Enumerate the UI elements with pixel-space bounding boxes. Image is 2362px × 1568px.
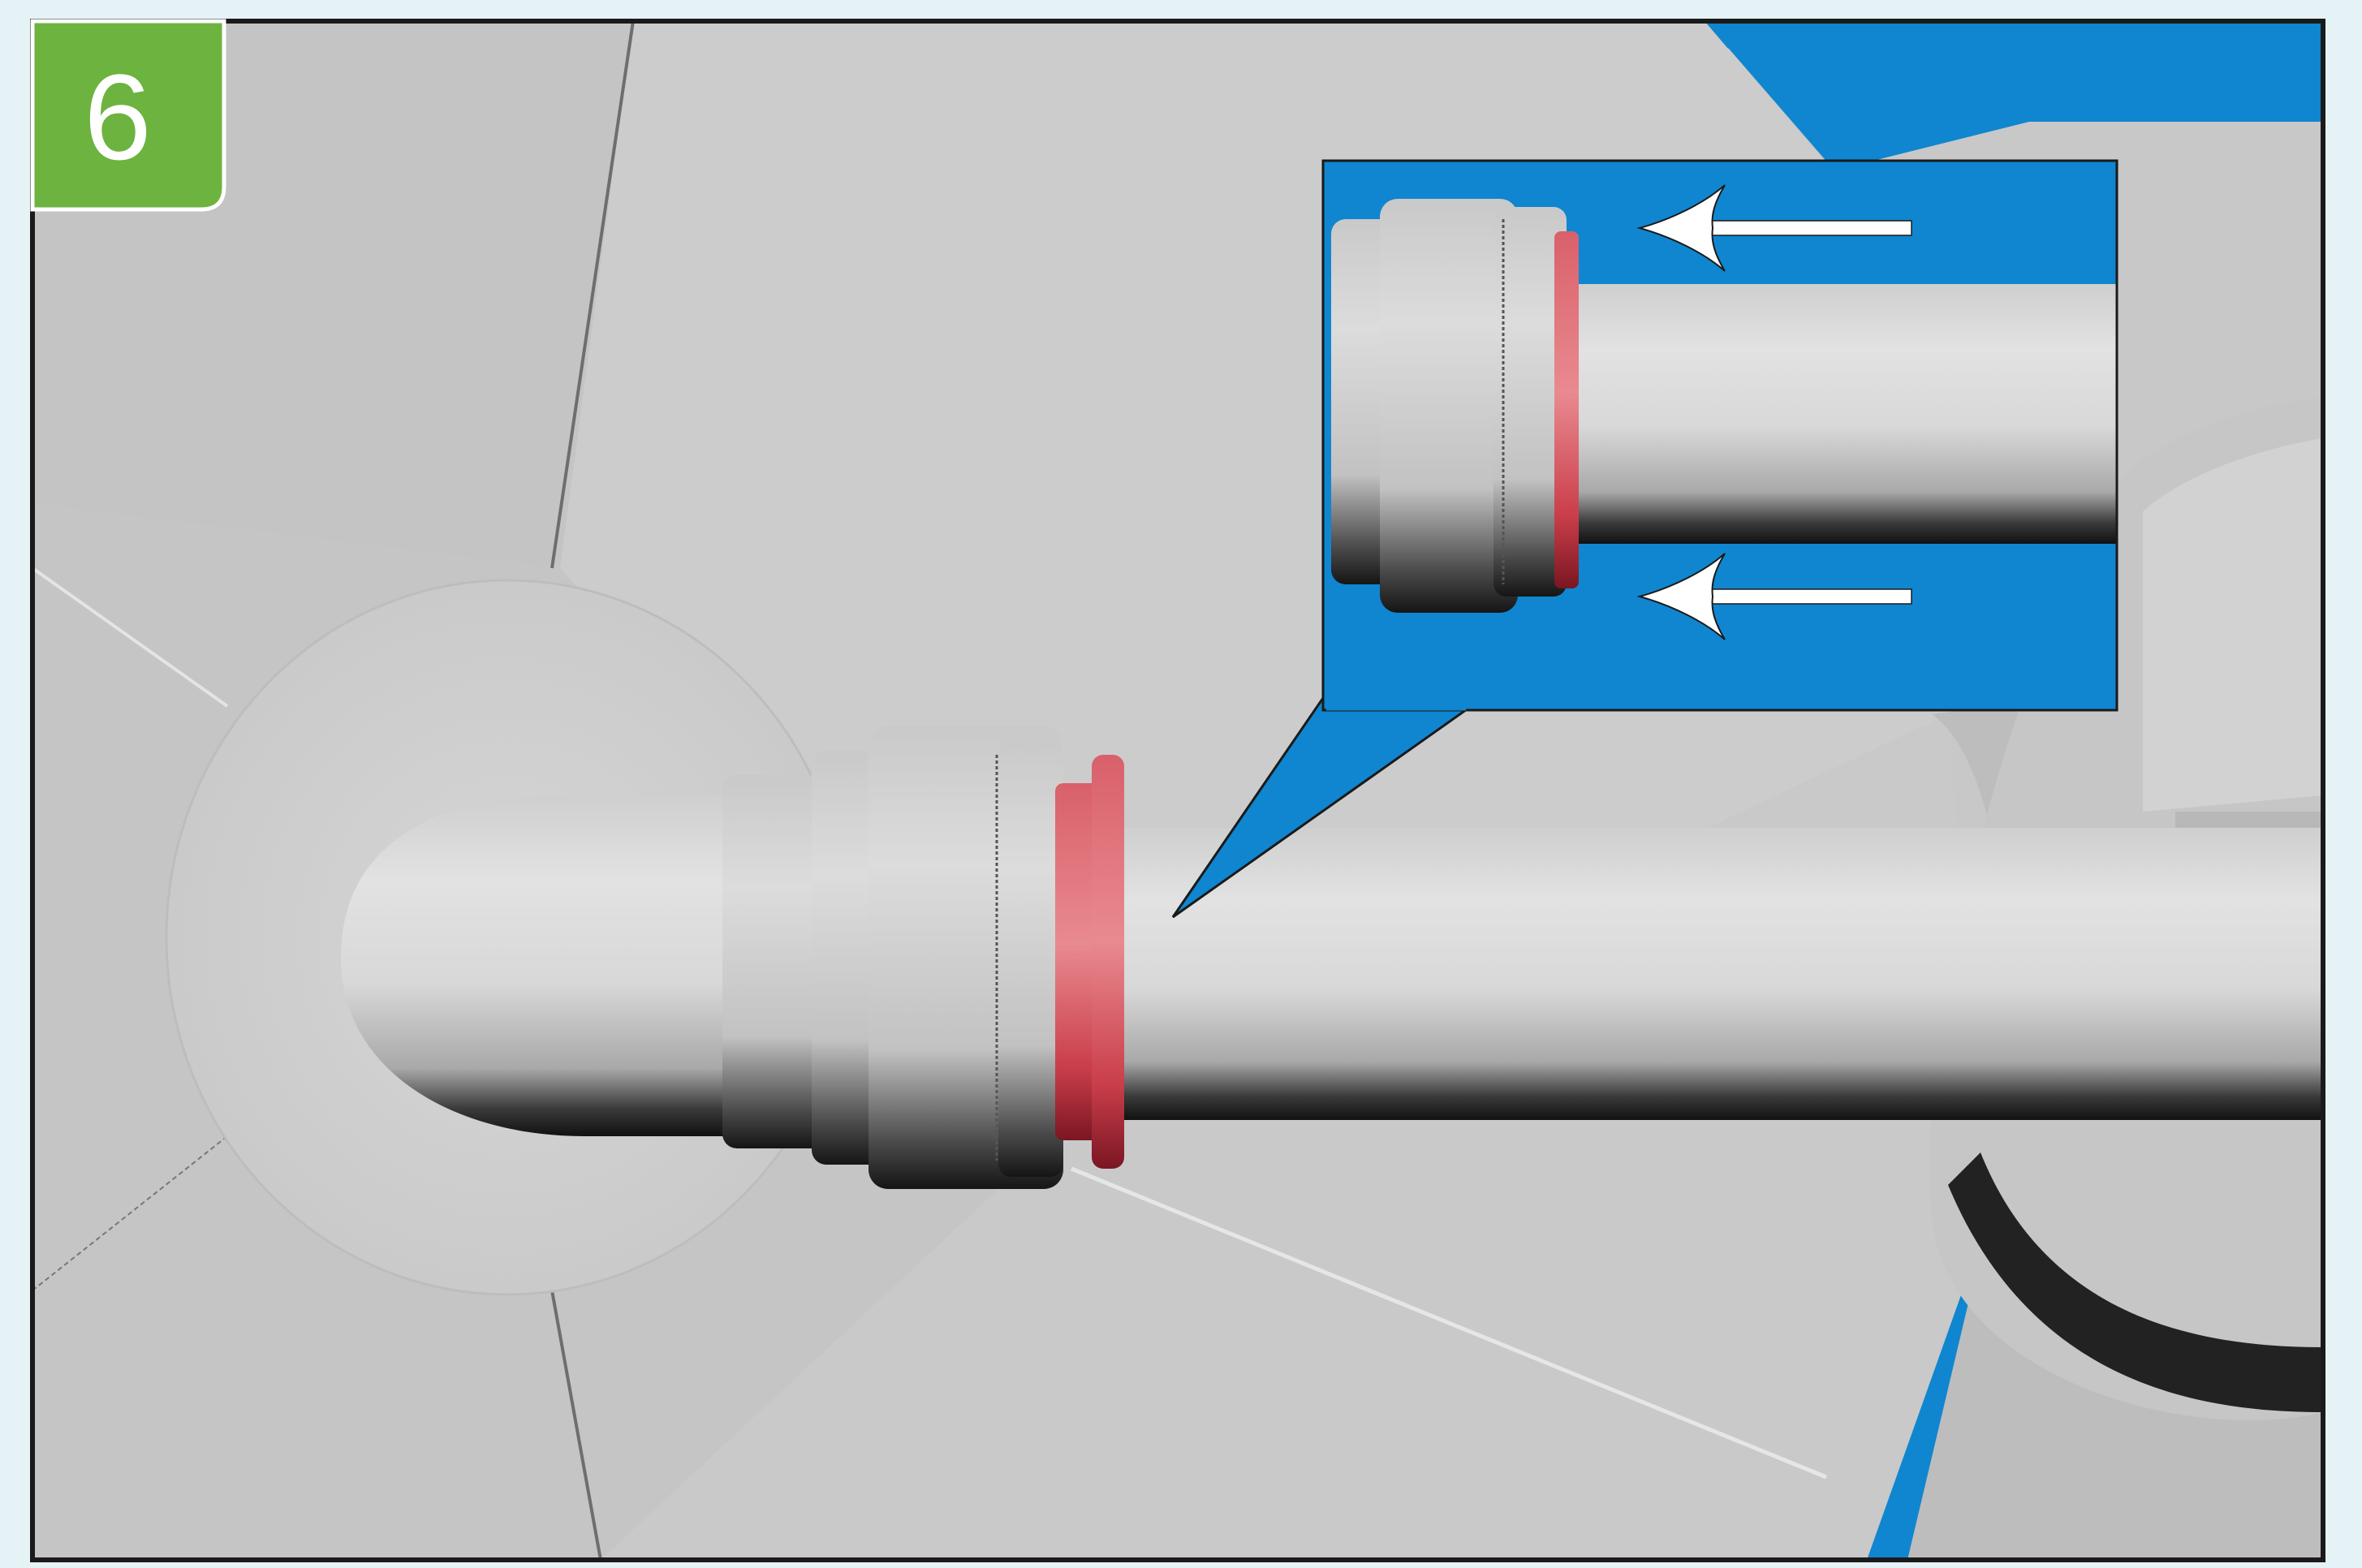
- elbow-end: [341, 795, 739, 1136]
- panel-frame: [30, 19, 2325, 1562]
- step-number: 6: [84, 49, 151, 185]
- arrow-left-icon: [1636, 184, 1912, 272]
- zoom-inset: [1323, 161, 2117, 710]
- blue-background-top: [1672, 21, 2323, 170]
- arrow-left-icon: [1636, 553, 1912, 640]
- step-badge: 6: [30, 19, 226, 212]
- pipe: [1120, 828, 2323, 1120]
- fitting-ring-1: [722, 775, 828, 1148]
